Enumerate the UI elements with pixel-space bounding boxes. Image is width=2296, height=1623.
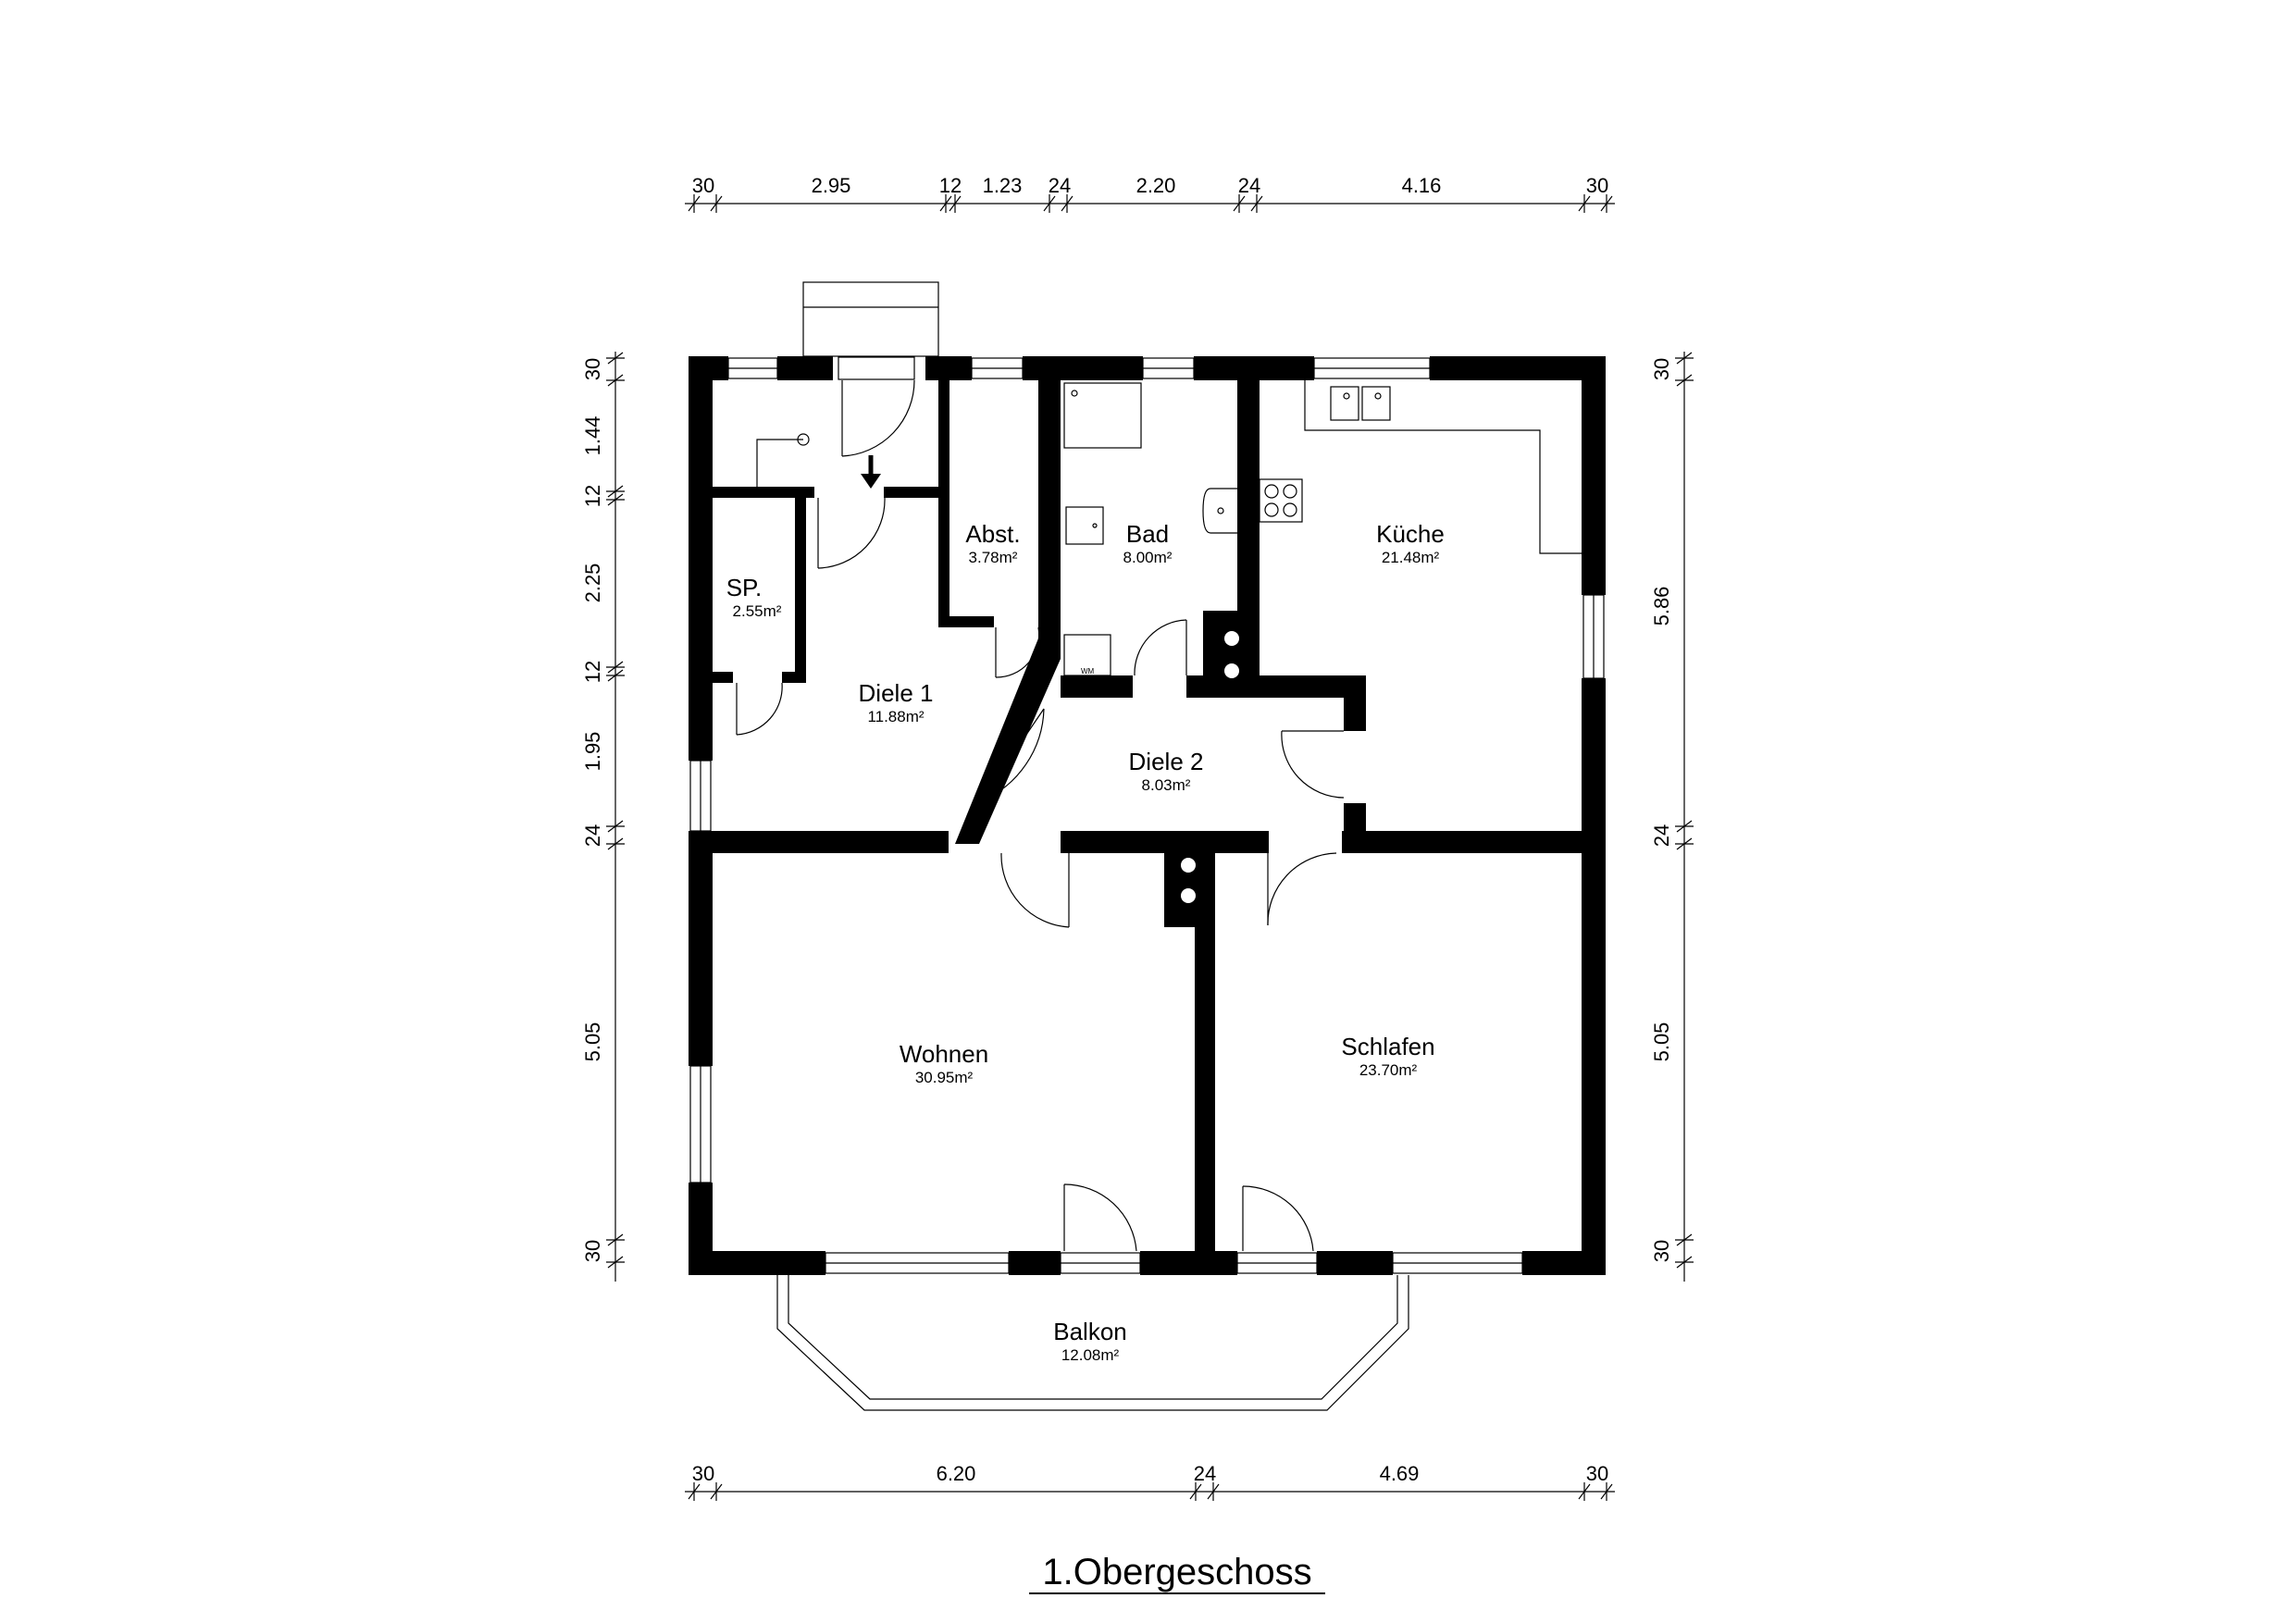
room-diele1-area: 11.88m² (867, 708, 924, 725)
room-diele2-name: Diele 2 (1129, 748, 1204, 775)
room-abst-name: Abst. (965, 520, 1020, 548)
dimension-lines (606, 194, 1694, 1501)
room-bad-name: Bad (1126, 520, 1169, 548)
dim-left-0: 30 (581, 358, 604, 380)
dim-right-1: 5.86 (1650, 587, 1673, 626)
room-schlafen-name: Schlafen (1341, 1033, 1434, 1060)
dim-top-3: 1.23 (983, 174, 1023, 197)
dim-top-5: 2.20 (1136, 174, 1176, 197)
room-balkon-name: Balkon (1053, 1318, 1127, 1345)
dim-bottom-1: 6.20 (937, 1462, 976, 1485)
entry-arrow-icon (861, 455, 881, 489)
dim-top-1: 2.95 (812, 174, 851, 197)
entrance-canopy (802, 281, 939, 357)
dim-bottom-2: 24 (1194, 1462, 1216, 1485)
dim-right-0: 30 (1650, 358, 1673, 380)
entry-fixtures (756, 433, 810, 487)
interior-walls (713, 380, 1582, 1275)
dimensions-right: 30 5.86 24 5.05 30 (1650, 358, 1673, 1262)
dim-left-1: 1.44 (581, 416, 604, 456)
room-schlafen-area: 23.70m² (1359, 1061, 1418, 1079)
dim-left-5: 1.95 (581, 732, 604, 772)
room-sp-area: 2.55m² (733, 602, 782, 620)
plan-title: 1.Obergeschoss (1042, 1552, 1311, 1592)
balcony (776, 1275, 1409, 1411)
dim-right-3: 5.05 (1650, 1022, 1673, 1062)
exterior-walls (689, 356, 1606, 1275)
dim-left-7: 5.05 (581, 1022, 604, 1062)
room-kueche-name: Küche (1376, 520, 1445, 548)
dimensions-left: 30 1.44 12 2.25 12 1.95 24 5.05 30 (581, 358, 604, 1262)
washing-machine-label: WM (1081, 667, 1095, 675)
doors (736, 356, 1345, 1252)
bathroom-fixtures (1063, 382, 1237, 676)
room-abst-area: 3.78m² (969, 549, 1018, 566)
dim-top-6: 24 (1238, 174, 1260, 197)
room-diele1-name: Diele 1 (859, 679, 934, 707)
dim-bottom-3: 4.69 (1380, 1462, 1420, 1485)
room-wohnen-name: Wohnen (900, 1040, 988, 1068)
windows (689, 357, 1605, 1274)
dim-right-4: 30 (1650, 1240, 1673, 1262)
room-kueche-area: 21.48m² (1382, 549, 1440, 566)
dim-left-4: 12 (581, 661, 604, 683)
dim-bottom-0: 30 (692, 1462, 714, 1485)
room-bad-area: 8.00m² (1123, 549, 1173, 566)
dim-top-7: 4.16 (1402, 174, 1442, 197)
room-diele2-area: 8.03m² (1142, 776, 1191, 794)
dimensions-top: 30 2.95 12 1.23 24 2.20 24 4.16 30 (692, 174, 1608, 197)
dim-bottom-4: 30 (1586, 1462, 1608, 1485)
dimensions-bottom: 30 6.20 24 4.69 30 (692, 1462, 1608, 1485)
dim-top-2: 12 (939, 174, 962, 197)
kitchen-counter (1259, 380, 1582, 554)
chimney-flues (1181, 631, 1239, 903)
room-balkon-area: 12.08m² (1061, 1346, 1120, 1364)
dim-top-0: 30 (692, 174, 714, 197)
dim-left-6: 24 (581, 824, 604, 847)
room-labels: SP. 2.55m² Abst. 3.78m² Bad 8.00m² Küche… (726, 520, 1445, 1364)
dim-left-2: 12 (581, 485, 604, 507)
dim-right-2: 24 (1650, 824, 1673, 847)
room-sp-name: SP. (726, 574, 763, 601)
dim-left-8: 30 (581, 1240, 604, 1262)
dim-top-8: 30 (1586, 174, 1608, 197)
room-wohnen-area: 30.95m² (915, 1069, 974, 1086)
dim-top-4: 24 (1049, 174, 1071, 197)
dim-left-3: 2.25 (581, 564, 604, 603)
